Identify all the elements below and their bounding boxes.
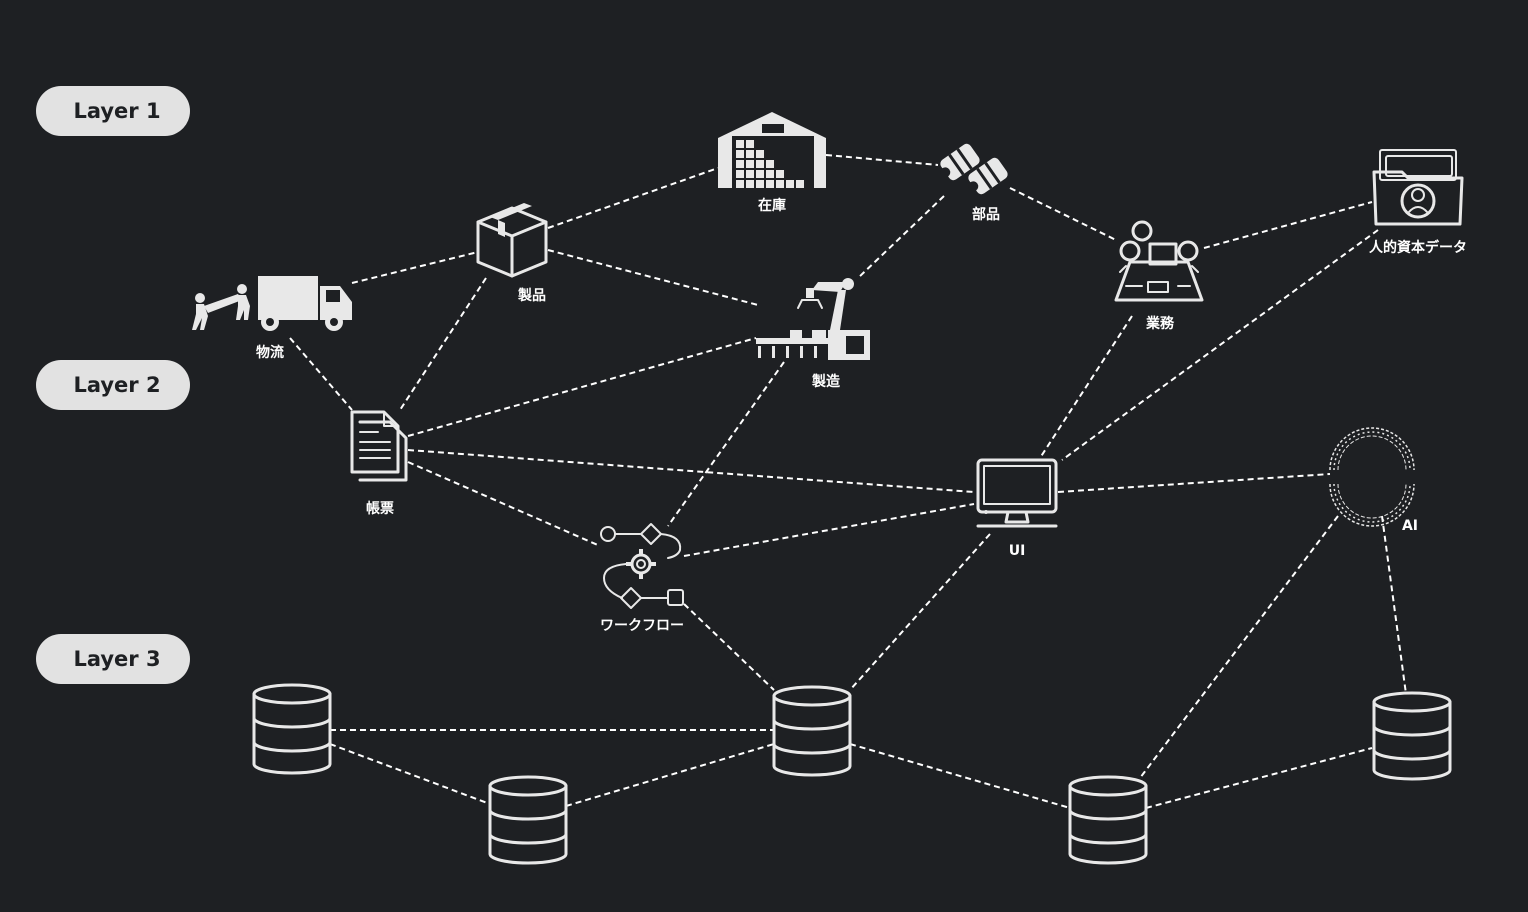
node-label: ワークフロー	[600, 618, 684, 634]
node-business: 業務	[1114, 220, 1204, 332]
edge-hrdata-ui	[1061, 229, 1379, 461]
truck-icon	[192, 276, 352, 331]
edge-ui-db3	[849, 533, 991, 691]
monitor-icon	[976, 458, 1058, 528]
node-label: AI	[1402, 518, 1418, 534]
edge-business-ui	[1039, 315, 1133, 459]
database-icon	[1068, 775, 1148, 865]
node-db1	[252, 683, 332, 775]
edge-forms-manufacturing	[407, 337, 757, 437]
edge-ai-db4	[1139, 515, 1339, 779]
folder-user-icon	[1372, 149, 1464, 226]
node-db5	[1372, 691, 1452, 781]
node-workflow: ワークフロー	[600, 523, 684, 634]
meeting-icon	[1114, 220, 1204, 302]
edge-db2-db3	[565, 743, 775, 807]
layer-2-label: Layer 2	[73, 373, 160, 397]
edge-forms-ui	[407, 449, 975, 493]
box-icon	[476, 203, 548, 278]
edge-product-manufacturing	[547, 249, 759, 306]
database-icon	[252, 683, 332, 775]
edge-business-hrdata	[1203, 201, 1373, 249]
edge-logistics-product	[351, 251, 479, 284]
edge-product-inventory	[547, 167, 719, 229]
node-label: 物流	[256, 344, 284, 361]
layer-1-label: Layer 1	[73, 99, 160, 123]
node-label: 在庫	[758, 197, 786, 214]
node-inventory: 在庫	[718, 112, 826, 214]
node-label: 人的資本データ	[1369, 239, 1467, 256]
connection-lines	[289, 154, 1407, 809]
edge-ui-ai	[1057, 473, 1331, 493]
database-icon	[1372, 691, 1452, 781]
layer-2-pill: Layer 2	[36, 360, 190, 410]
edge-db1-db2	[329, 743, 491, 805]
edge-workflow-db3	[683, 603, 775, 691]
warehouse-icon	[718, 112, 826, 188]
node-logistics: 物流	[192, 276, 352, 361]
node-label: 帳票	[366, 500, 394, 517]
ai-ring-icon	[1329, 427, 1415, 527]
node-parts: 部品	[940, 143, 1008, 223]
node-label: 部品	[972, 206, 1000, 223]
layer-3-label: Layer 3	[73, 647, 160, 671]
edge-db4-db5	[1145, 747, 1373, 809]
edge-product-forms	[399, 277, 487, 411]
edge-workflow-ui	[683, 503, 975, 557]
node-product: 製品	[476, 203, 548, 304]
robot-arm-icon	[756, 278, 870, 360]
workflow-icon	[600, 523, 684, 609]
parts-icon	[940, 143, 1008, 195]
node-label: 製造	[811, 373, 840, 390]
layer-3-pill: Layer 3	[36, 634, 190, 684]
node-ui: UI	[976, 458, 1058, 559]
database-icon	[488, 775, 568, 865]
node-db4	[1068, 775, 1148, 865]
edge-logistics-forms	[289, 337, 353, 411]
node-ai: AI	[1329, 427, 1418, 534]
layer-1-pill: Layer 1	[36, 86, 190, 136]
node-label: UI	[1009, 543, 1026, 559]
node-label: 業務	[1145, 315, 1175, 332]
node-forms: 帳票	[350, 410, 408, 517]
edge-manufacturing-workflow	[667, 361, 785, 527]
node-manufacturing: 製造	[756, 278, 870, 390]
node-hr-data: 人的資本データ	[1369, 149, 1467, 256]
node-db3	[772, 685, 852, 777]
edge-db3-db4	[849, 743, 1071, 809]
document-icon	[350, 410, 408, 482]
edge-inventory-parts	[825, 154, 939, 166]
edge-forms-workflow	[407, 461, 601, 547]
node-db2	[488, 775, 568, 865]
database-icon	[772, 685, 852, 777]
node-label: 製品	[517, 287, 546, 304]
